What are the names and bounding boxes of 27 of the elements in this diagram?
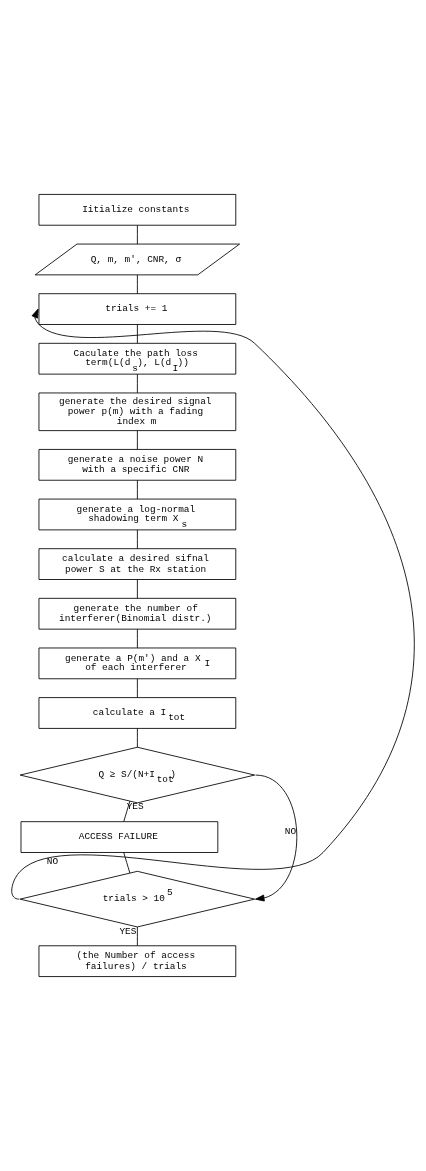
connector — [136, 373, 138, 394]
node-box: calculate a desired sifnal power S at the Rx station — [38, 548, 237, 580]
edge-label: YES — [119, 925, 137, 937]
node-box: generate a noise power N with a specific CNR — [38, 449, 237, 481]
connector — [136, 224, 138, 245]
connector — [136, 324, 138, 344]
connector — [123, 800, 131, 823]
edge-label: NO — [46, 855, 59, 867]
connector — [136, 628, 138, 649]
node-box: (the Number of access failures) / trials — [38, 945, 237, 977]
connector — [136, 430, 138, 450]
node-box: trials += 1 — [38, 293, 237, 325]
arrow — [11, 308, 415, 900]
connector — [123, 852, 131, 874]
arrow — [255, 774, 298, 902]
node-box: ACCESS FAILURE — [20, 821, 219, 853]
edge-label: NO — [284, 826, 297, 838]
connector — [136, 479, 138, 500]
connector — [136, 529, 138, 550]
node-box: Iitialize constants — [38, 194, 237, 226]
node-box: generate the desired signal power p(m) with a fading index m — [38, 392, 237, 432]
connector — [136, 728, 138, 748]
connector — [136, 926, 138, 946]
node-box: generate the number of interferer(Binomial distr.) — [38, 597, 237, 630]
connector — [136, 274, 138, 295]
connector — [136, 678, 138, 699]
connector — [136, 579, 138, 599]
